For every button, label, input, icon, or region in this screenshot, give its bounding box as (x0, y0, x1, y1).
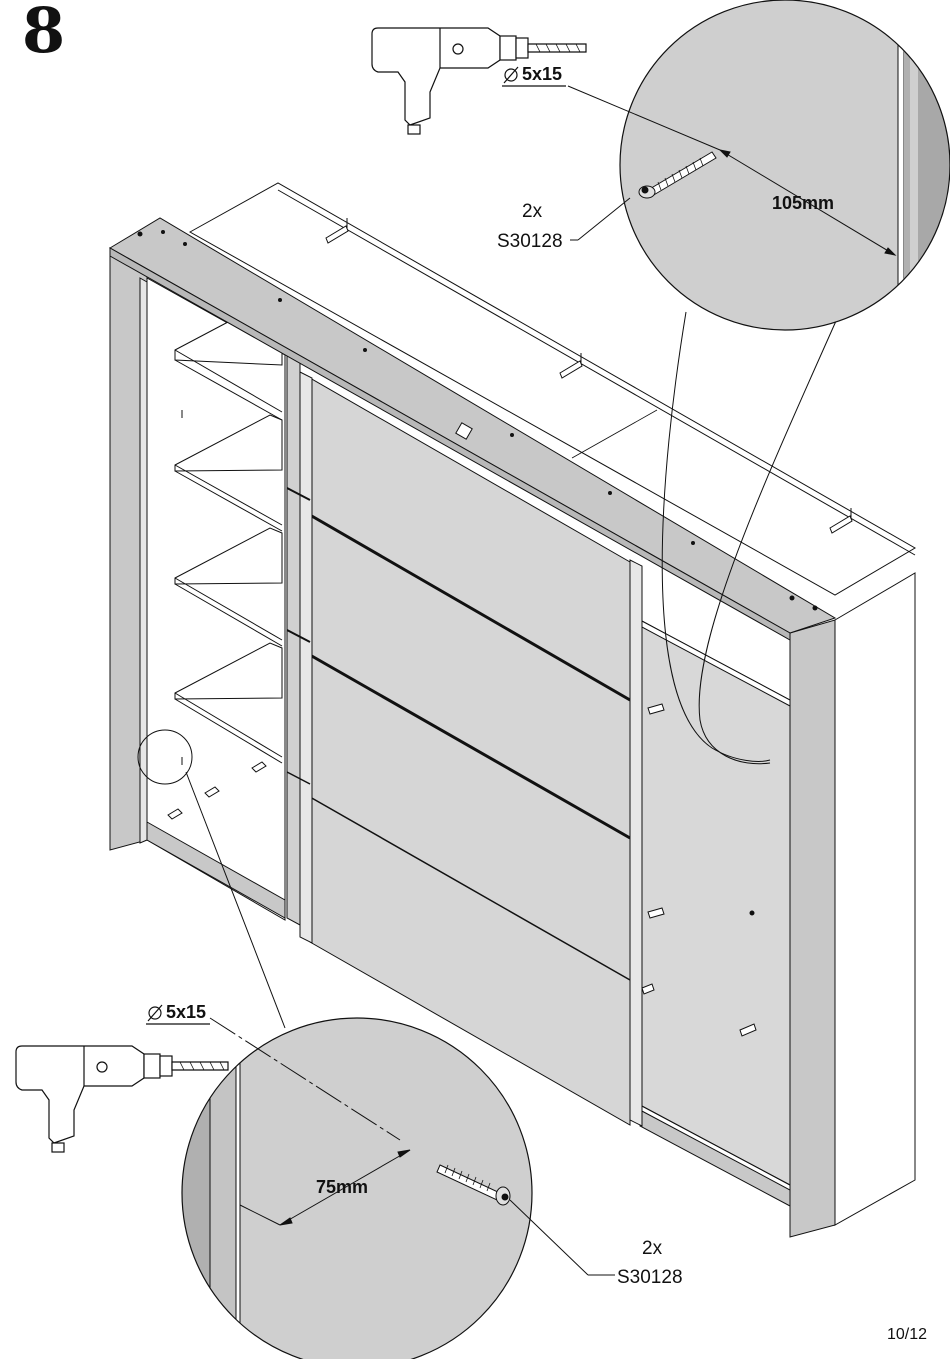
bottom-quantity-label: 2x (642, 1238, 662, 1260)
cabinet-left-side (110, 248, 147, 850)
bottom-part-code-label: S30128 (617, 1267, 683, 1289)
cabinet-right-side (790, 573, 915, 1237)
top-drill-bit-label: 5x15 (522, 64, 562, 85)
bottom-drill-bit-label: 5x15 (166, 1002, 206, 1023)
top-part-code-label: S30128 (497, 231, 563, 253)
left-compartment (147, 278, 285, 920)
page-number: 10/12 (887, 1326, 927, 1344)
step-number: 8 (22, 0, 65, 66)
top-quantity-label: 2x (522, 201, 542, 223)
top-distance-label: 105mm (772, 193, 834, 214)
top-detail-circle (568, 0, 950, 340)
sliding-door (287, 355, 664, 1126)
bottom-distance-label: 75mm (316, 1177, 368, 1198)
